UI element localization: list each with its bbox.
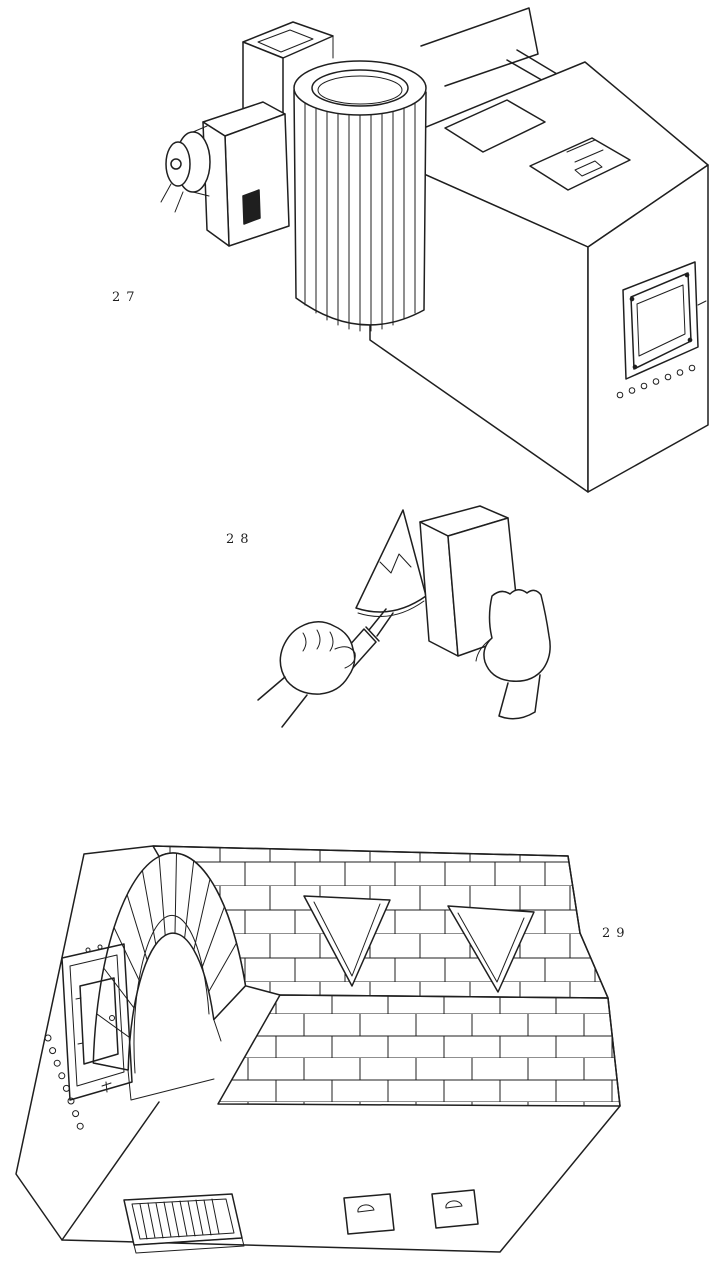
top-opening-1 — [444, 99, 546, 153]
front-brick-wall — [217, 994, 621, 1107]
figure-28-label: 28 — [226, 532, 255, 547]
arch-opening — [133, 914, 210, 1074]
left-hand — [257, 621, 356, 728]
mortar-mark — [379, 553, 412, 574]
right-hand — [475, 589, 551, 720]
side-door-panel — [61, 943, 133, 1101]
rivet-row — [616, 364, 696, 399]
ash-box — [202, 101, 290, 247]
side-door — [79, 977, 119, 1065]
figure-27 — [155, 0, 715, 500]
figure-27-label: 27 — [112, 290, 141, 305]
base-hatch-1 — [343, 1193, 395, 1235]
figure-29 — [8, 838, 708, 1260]
base-hatch-2 — [431, 1189, 479, 1229]
ash-grate — [123, 1193, 245, 1254]
thumb — [334, 646, 356, 669]
clean-out-door — [622, 261, 707, 380]
figure-29-label: 29 — [602, 926, 631, 941]
cylinder-hatching — [304, 102, 416, 332]
figure-27-illustration — [160, 7, 709, 493]
small-dark-door — [242, 189, 261, 225]
flue-channels — [303, 895, 535, 993]
round-collar — [293, 60, 427, 332]
figure-28-illustration — [257, 505, 551, 728]
rivet-column — [44, 1034, 84, 1130]
side-motor — [160, 125, 211, 213]
front-corner-edge — [61, 1101, 160, 1241]
figure-28 — [240, 500, 560, 740]
thumb — [475, 637, 493, 662]
top-opening-2 — [529, 137, 631, 191]
figure-29-illustration — [15, 845, 621, 1254]
stove-body — [15, 845, 621, 1254]
